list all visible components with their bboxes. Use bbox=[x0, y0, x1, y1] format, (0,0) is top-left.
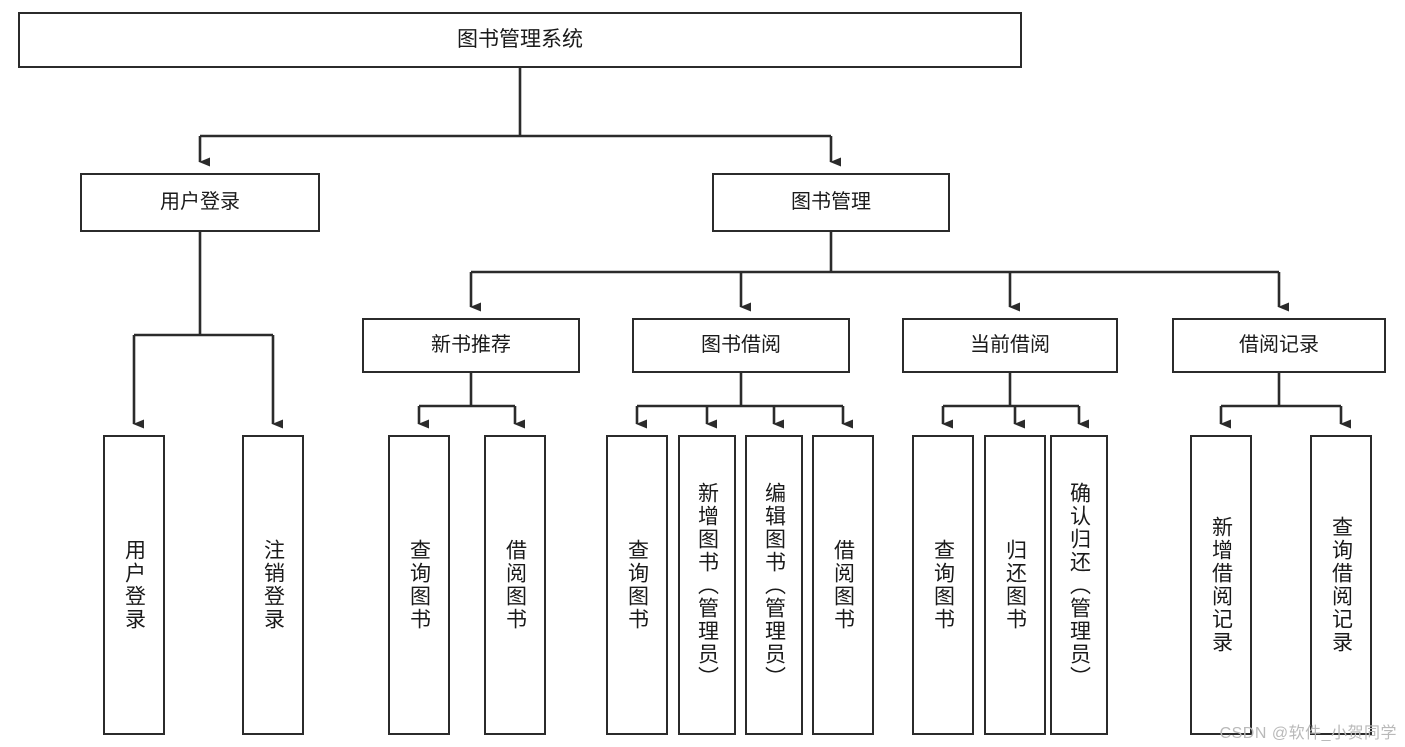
node-l-confirm-return[interactable]: 确认归还（管理员） bbox=[1050, 435, 1108, 735]
node-n-history[interactable]: 借阅记录 bbox=[1172, 318, 1386, 373]
node-label: 用户登录 bbox=[122, 539, 146, 631]
node-l-query-book-2[interactable]: 查询图书 bbox=[606, 435, 668, 735]
node-label: 注销登录 bbox=[261, 539, 285, 631]
node-n-borrow[interactable]: 图书借阅 bbox=[632, 318, 850, 373]
node-label: 借阅图书 bbox=[503, 539, 527, 631]
node-l-query-book-3[interactable]: 查询图书 bbox=[912, 435, 974, 735]
node-label: 归还图书 bbox=[1003, 539, 1027, 631]
node-n-user-login[interactable]: 用户登录 bbox=[80, 173, 320, 232]
node-label: 查询图书 bbox=[931, 539, 955, 631]
node-label: 图书借阅 bbox=[701, 334, 781, 357]
node-l-add-book[interactable]: 新增图书（管理员） bbox=[678, 435, 736, 735]
node-l-borrow-book-2[interactable]: 借阅图书 bbox=[812, 435, 874, 735]
node-n-current[interactable]: 当前借阅 bbox=[902, 318, 1118, 373]
node-l-add-record[interactable]: 新增借阅记录 bbox=[1190, 435, 1252, 735]
node-label: 查询借阅记录 bbox=[1329, 516, 1353, 654]
node-label: 图书管理系统 bbox=[457, 28, 583, 52]
node-label: 新书推荐 bbox=[431, 334, 511, 357]
node-label: 借阅图书 bbox=[831, 539, 855, 631]
node-l-query-record[interactable]: 查询借阅记录 bbox=[1310, 435, 1372, 735]
node-l-return-book[interactable]: 归还图书 bbox=[984, 435, 1046, 735]
node-label: 当前借阅 bbox=[970, 334, 1050, 357]
node-label: 新增图书（管理员） bbox=[695, 481, 719, 689]
watermark: CSDN @软件_小贺同学 bbox=[1219, 725, 1397, 742]
node-label: 图书管理 bbox=[791, 191, 871, 214]
node-label: 新增借阅记录 bbox=[1209, 516, 1233, 654]
node-n-book-mgmt[interactable]: 图书管理 bbox=[712, 173, 950, 232]
node-label: 确认归还（管理员） bbox=[1067, 481, 1091, 689]
node-l-edit-book[interactable]: 编辑图书（管理员） bbox=[745, 435, 803, 735]
node-label: 查询图书 bbox=[625, 539, 649, 631]
node-label: 编辑图书（管理员） bbox=[762, 481, 786, 689]
node-l-user-login[interactable]: 用户登录 bbox=[103, 435, 165, 735]
node-l-borrow-book-1[interactable]: 借阅图书 bbox=[484, 435, 546, 735]
node-label: 用户登录 bbox=[160, 191, 240, 214]
node-root[interactable]: 图书管理系统 bbox=[18, 12, 1022, 68]
node-label: 查询图书 bbox=[407, 539, 431, 631]
node-label: 借阅记录 bbox=[1239, 334, 1319, 357]
node-l-logout[interactable]: 注销登录 bbox=[242, 435, 304, 735]
node-l-query-book-1[interactable]: 查询图书 bbox=[388, 435, 450, 735]
node-n-new-rec[interactable]: 新书推荐 bbox=[362, 318, 580, 373]
